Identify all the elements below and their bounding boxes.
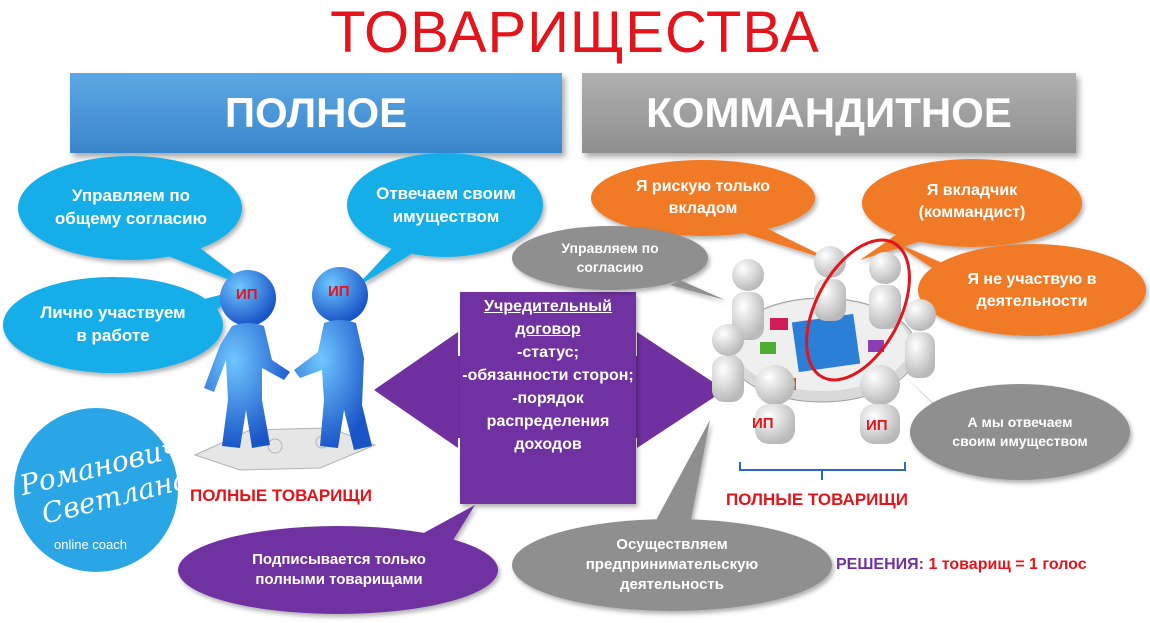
handshake-figures-icon bbox=[204, 267, 372, 450]
decisions-line: РЕШЕНИЯ: 1 товарищ = 1 голос bbox=[836, 556, 1087, 574]
bubble-business: Осуществляем предпринимательскую деятель… bbox=[585, 535, 759, 594]
bubble-answer-property-shape bbox=[347, 153, 543, 288]
bubble-we-answer-shape bbox=[900, 372, 1130, 480]
round-table-meeting-icon bbox=[712, 246, 936, 444]
bubble-risk: Я рискую только вкладом bbox=[635, 178, 771, 217]
highlight-red-oval bbox=[805, 238, 911, 382]
ip-label-meeting-left: ИП bbox=[752, 415, 774, 432]
header-full-partnership: ПОЛНОЕ bbox=[70, 73, 562, 153]
page-title: ТОВАРИЩЕСТВА bbox=[330, 0, 820, 65]
bubble-risk-shape bbox=[591, 160, 835, 262]
ip-label-right: ИП bbox=[328, 283, 350, 300]
bubble-manage-consent: Управляем по согласию bbox=[561, 240, 659, 275]
bubble-signed-shape bbox=[178, 505, 498, 614]
ip-label-meeting-right: ИП bbox=[866, 417, 888, 434]
contract-box bbox=[460, 292, 636, 504]
logo-subtitle: online coach bbox=[54, 537, 127, 552]
bubble-personal: Лично участвуем в работе bbox=[40, 303, 186, 345]
bubble-no-part: Я не участвую в деятельности bbox=[967, 271, 1097, 310]
bubble-we-answer: А мы отвечаем своим имуществом bbox=[952, 414, 1088, 449]
logo-circle bbox=[14, 408, 178, 572]
bubble-investor-shape bbox=[860, 159, 1082, 260]
header-kommandit-partnership: КОММАНДИТНОЕ bbox=[582, 73, 1076, 153]
bubble-investor: Я вкладчик (коммандист) bbox=[918, 182, 1026, 221]
partners-bracket bbox=[739, 462, 906, 480]
ip-label-left: ИП bbox=[236, 286, 258, 303]
contract-text: Учредительный договор -статус; -обязанно… bbox=[462, 295, 634, 456]
bubble-signed: Подписывается только полными товарищами bbox=[252, 550, 426, 588]
bubble-business-shape bbox=[512, 420, 832, 611]
contract-line-duties: -обязанности сторон; bbox=[462, 367, 634, 384]
contract-line-status: -статус; bbox=[517, 344, 579, 361]
contract-double-arrow bbox=[374, 332, 462, 448]
bubble-answer-property: Отвечаем своим имуществом bbox=[376, 184, 516, 226]
decisions-value: 1 товарищ = 1 голос bbox=[928, 556, 1087, 573]
full-partners-label-right: ПОЛНЫЕ ТОВАРИЩИ bbox=[726, 490, 908, 509]
bubble-manage-consent-shape bbox=[512, 226, 725, 300]
contract-line-income: -порядок распределения доходов bbox=[486, 390, 610, 453]
puzzle-base bbox=[193, 427, 377, 471]
bubble-no-part-shape bbox=[890, 240, 1146, 336]
bubble-manage: Управляем по общему согласию bbox=[54, 186, 208, 228]
decisions-key: РЕШЕНИЯ: bbox=[836, 556, 924, 573]
full-partners-label-left: ПОЛНЫЕ ТОВАРИЩИ bbox=[190, 486, 372, 505]
contract-heading: Учредительный договор bbox=[484, 298, 612, 338]
